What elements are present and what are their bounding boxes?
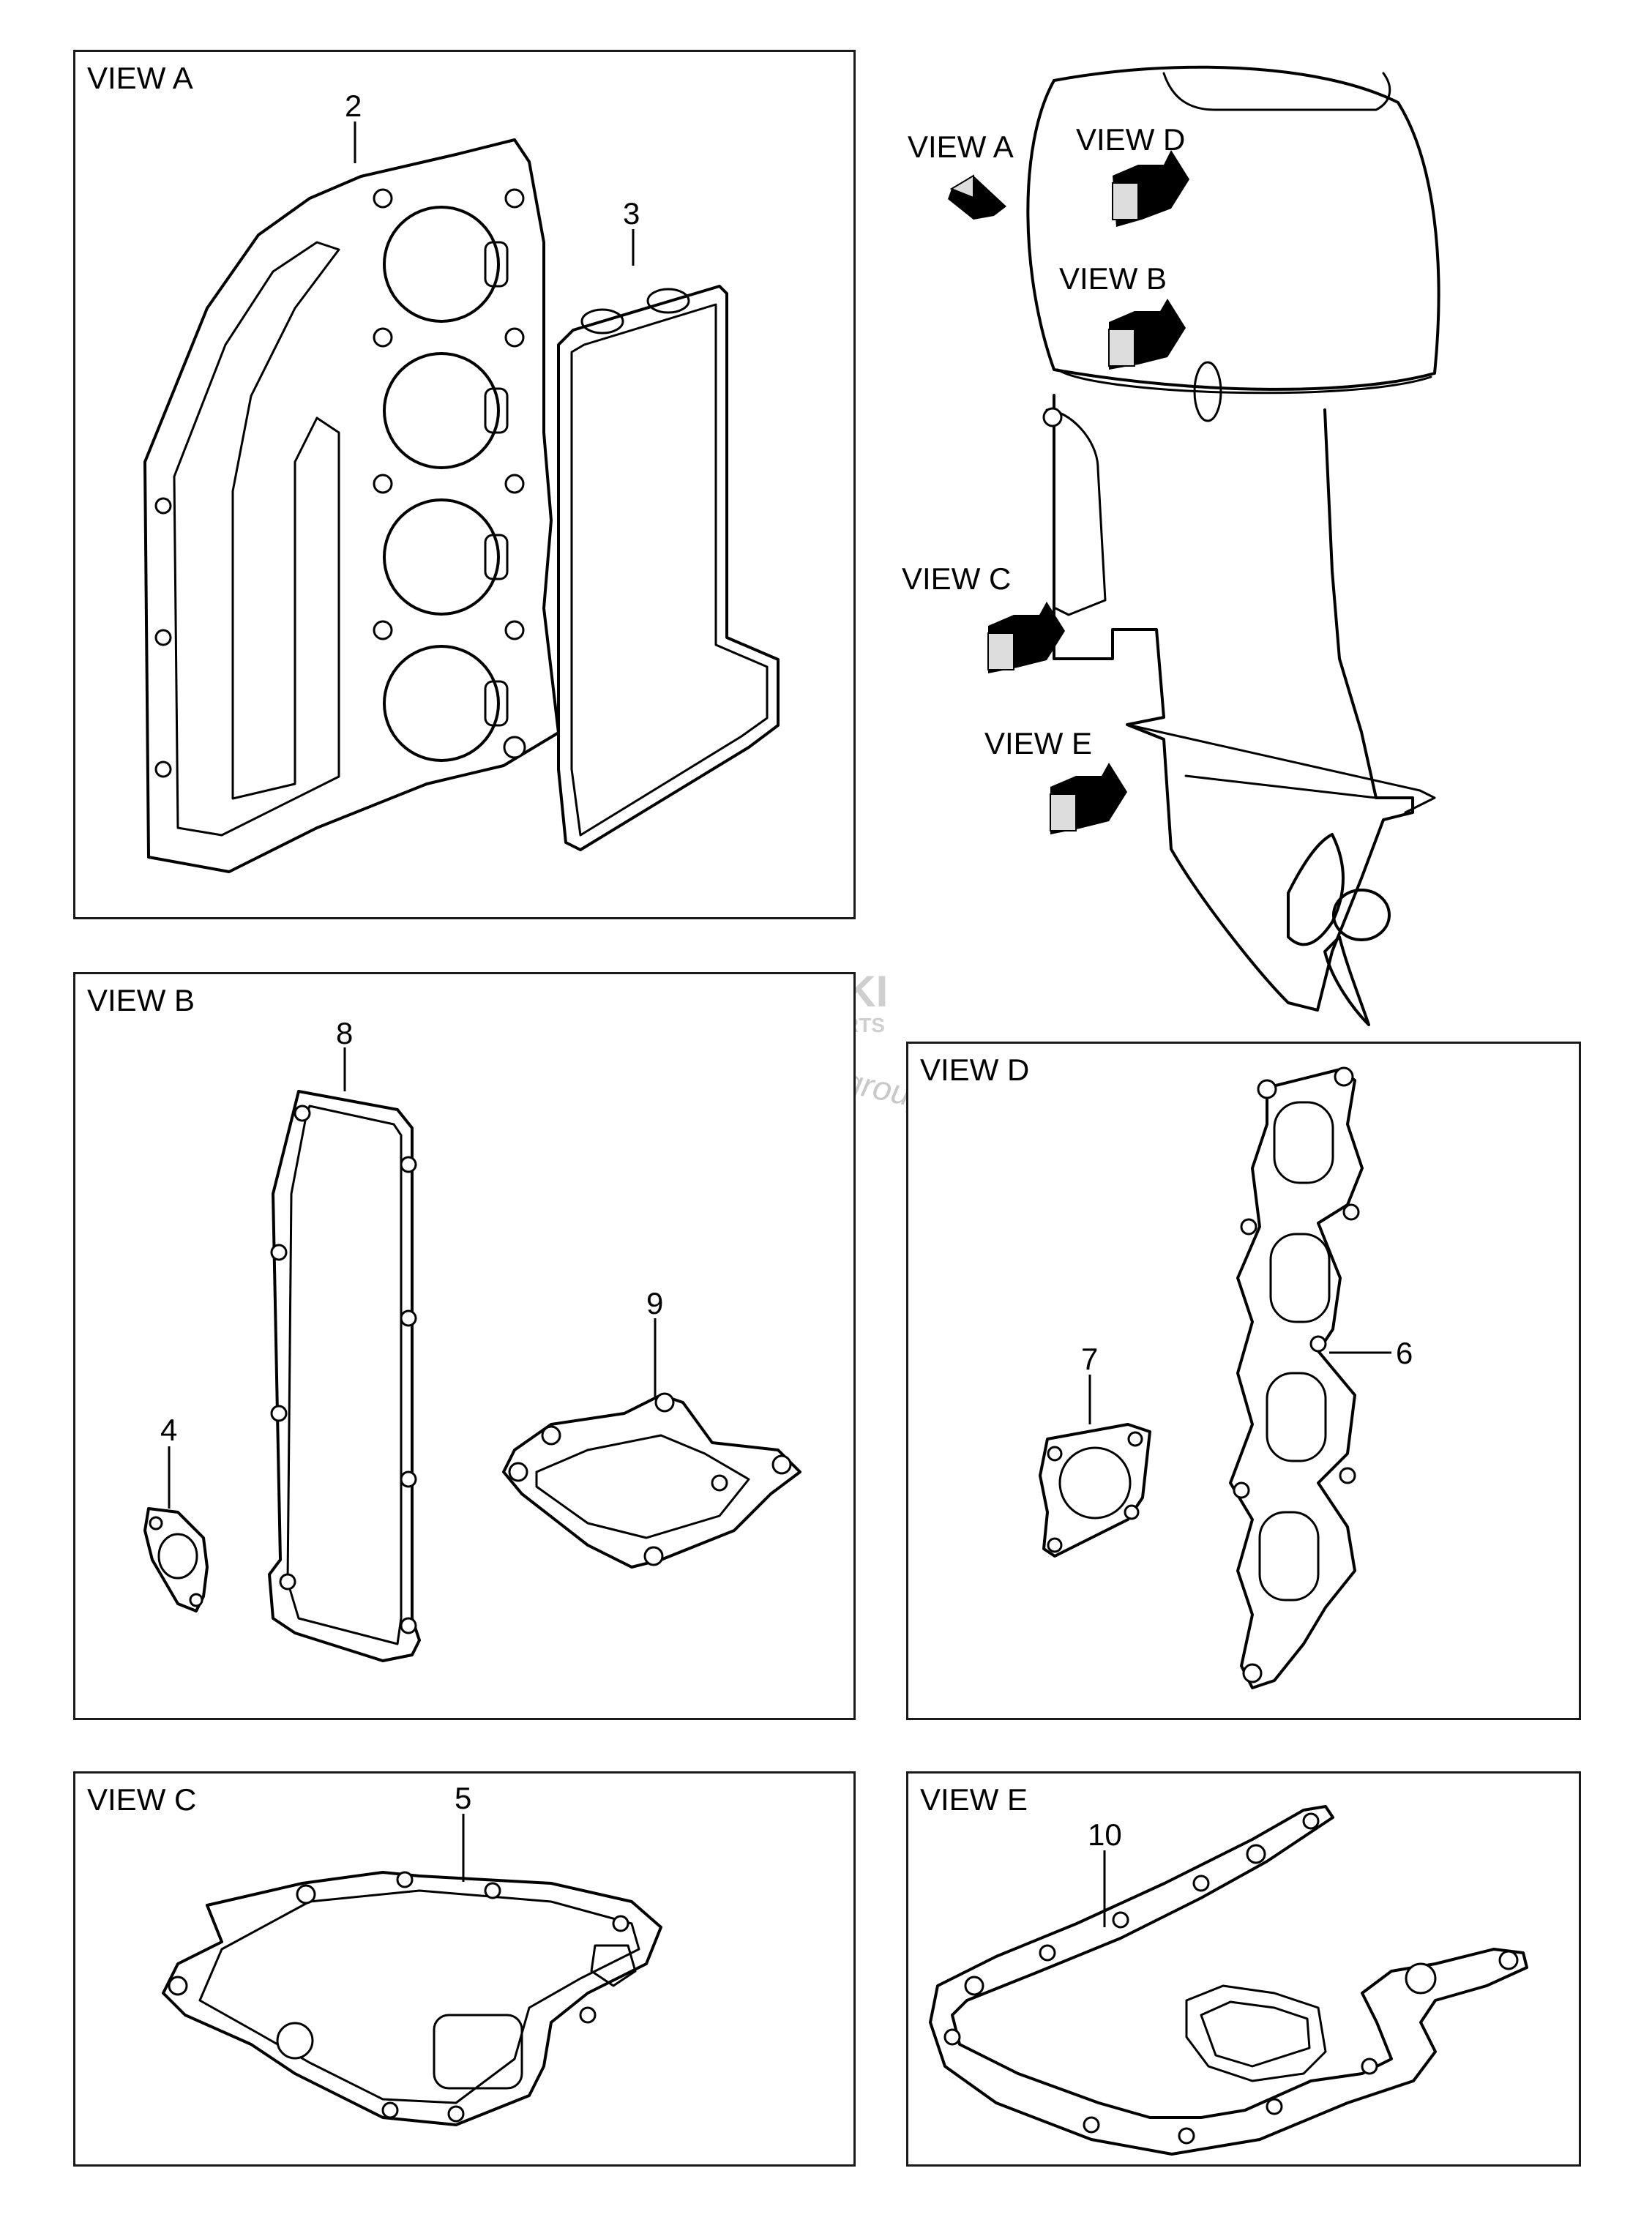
panel-title-view-b: VIEW B (87, 983, 195, 1017)
view-b-drawing: 8 9 4 (143, 1016, 801, 1662)
view-arrow-e (1050, 763, 1127, 834)
panel-view-c: VIEW C 5 (73, 1771, 856, 2167)
engine-outline (1026, 65, 1440, 1026)
view-e-drawing: 10 (929, 1805, 1528, 2156)
view-d-drawing: 6 7 (1039, 1066, 1413, 1689)
view-arrow-a (948, 174, 1006, 220)
part-6-gasket (1229, 1066, 1364, 1689)
part-7-gasket (1039, 1423, 1151, 1558)
view-arrow-b (1108, 299, 1186, 370)
view-arrow-c (987, 602, 1065, 673)
part-10-gasket (929, 1805, 1528, 2156)
callout-6: 6 (1396, 1336, 1413, 1370)
panel-title-view-e: VIEW E (920, 1782, 1028, 1817)
view-c-drawing: 5 (162, 1781, 662, 2126)
part-8-gasket (268, 1090, 421, 1662)
cylinder-head-gasket (143, 138, 560, 873)
callout-3: 3 (623, 196, 640, 231)
callout-2: 2 (345, 89, 362, 123)
panel-view-e: VIEW E 10 (906, 1771, 1581, 2167)
engine-label-view-a: VIEW A (908, 130, 1014, 164)
engine-label-view-d: VIEW D (1076, 122, 1185, 157)
cover-gasket (557, 285, 780, 851)
part-9-gasket (502, 1392, 801, 1569)
part-4-gasket (143, 1507, 209, 1612)
callout-7: 7 (1081, 1342, 1098, 1376)
panel-view-b: VIEW B (73, 972, 856, 1720)
callout-9: 9 (646, 1286, 663, 1320)
callout-4: 4 (160, 1413, 177, 1447)
panel-title-view-c: VIEW C (87, 1782, 197, 1817)
engine-label-view-c: VIEW C (902, 561, 1011, 596)
engine-label-view-e: VIEW E (984, 726, 1092, 760)
view-a-drawing: 2 3 (143, 89, 780, 873)
callout-10: 10 (1088, 1817, 1122, 1852)
panel-view-a: VIEW A (73, 50, 856, 919)
panel-title-view-a: VIEW A (87, 61, 193, 95)
panel-view-d: VIEW D 6 7 (906, 1042, 1581, 1720)
panel-title-view-d: VIEW D (920, 1053, 1030, 1087)
view-arrow-d (1112, 150, 1189, 227)
part-5-gasket (162, 1871, 662, 2126)
callout-8: 8 (336, 1016, 353, 1050)
engine-label-view-b: VIEW B (1059, 261, 1167, 296)
callout-5: 5 (455, 1781, 471, 1815)
